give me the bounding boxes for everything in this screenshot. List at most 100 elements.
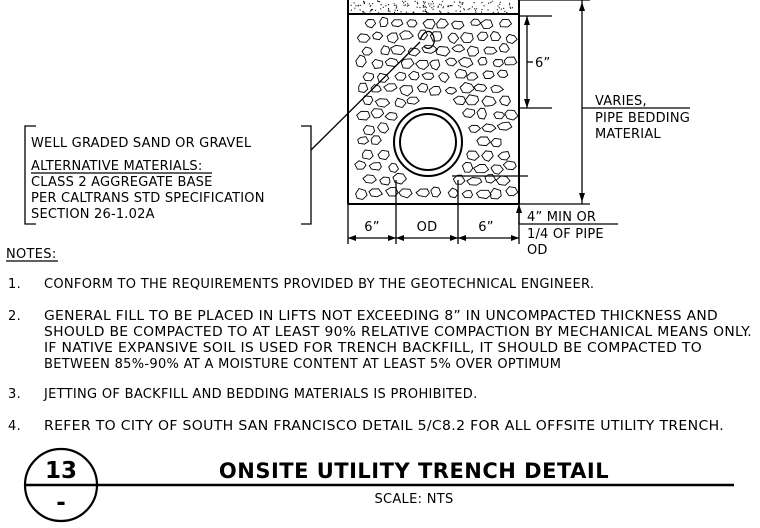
sand-dot bbox=[370, 5, 372, 7]
sand-dot bbox=[453, 1, 455, 3]
gravel-stone bbox=[503, 56, 518, 66]
gravel-stone bbox=[490, 164, 504, 175]
gravel-stone bbox=[362, 125, 376, 136]
sand-dot bbox=[376, 0, 379, 2]
break-symbol bbox=[419, 30, 435, 50]
sand-dot bbox=[350, 4, 352, 6]
sand-dot bbox=[440, 4, 442, 6]
gravel-stone bbox=[370, 108, 385, 119]
gravel-stone bbox=[379, 176, 391, 186]
gravel-stone bbox=[392, 172, 407, 185]
sand-dot bbox=[498, 7, 500, 9]
gravel-stone bbox=[496, 69, 509, 78]
sand-dot bbox=[417, 3, 419, 5]
sand-dot bbox=[359, 9, 361, 11]
note-2-line-4: BETWEEN 85%-90% AT A MOISTURE CONTENT AT… bbox=[44, 357, 561, 372]
material-callout: WELL GRADED SAND OR GRAVEL ALTERNATIVE M… bbox=[24, 41, 421, 225]
notes: NOTES: 1. CONFORM TO THE REQUIREMENTS PR… bbox=[6, 247, 752, 434]
sand-dot bbox=[474, 8, 476, 10]
gravel-stone bbox=[462, 108, 476, 118]
gravel-stone bbox=[394, 97, 407, 109]
callout-alt-line-2: PER CALTRANS STD SPECIFICATION bbox=[31, 191, 265, 206]
bedding-label-1: 4” MIN OR bbox=[527, 210, 596, 225]
gravel-stone bbox=[451, 44, 466, 53]
gravel-stone bbox=[499, 95, 511, 107]
gravel-stone bbox=[356, 33, 371, 43]
sand-dot bbox=[387, 4, 390, 6]
gravel-stone bbox=[398, 188, 413, 199]
gravel-stone bbox=[468, 124, 482, 133]
callout-alt-line-3: SECTION 26-1.02A bbox=[31, 207, 155, 222]
gravel-stone bbox=[374, 98, 391, 108]
callout-leader bbox=[310, 41, 421, 151]
dim-arrows-widths bbox=[348, 235, 519, 241]
dim-side-right-label: 6” bbox=[478, 220, 493, 235]
gravel-stone bbox=[481, 123, 497, 133]
gravel-stone bbox=[483, 46, 498, 55]
callout-material: WELL GRADED SAND OR GRAVEL bbox=[31, 136, 252, 151]
gravel-stone bbox=[377, 149, 390, 161]
sand-dot bbox=[471, 6, 473, 8]
sand-dot bbox=[496, 9, 498, 11]
sand-dot bbox=[424, 10, 426, 12]
gravel-stone bbox=[368, 188, 384, 198]
sand-dot bbox=[473, 1, 475, 4]
gravel-stone bbox=[416, 82, 429, 93]
sand-dot bbox=[459, 2, 461, 4]
gravel-stone bbox=[482, 70, 495, 79]
gravel-stone bbox=[476, 107, 487, 120]
sand-dot bbox=[437, 5, 439, 7]
detail-scale: SCALE: NTS bbox=[374, 492, 453, 507]
sand-dot bbox=[396, 6, 398, 8]
sand-dot bbox=[404, 0, 406, 2]
gravel-stone bbox=[495, 175, 511, 186]
sand-dot bbox=[433, 5, 435, 7]
sand-dot bbox=[422, 6, 424, 8]
sand-dot bbox=[389, 11, 391, 13]
gravel-stone bbox=[429, 59, 441, 71]
sand-dot bbox=[474, 9, 476, 11]
gravel-stone bbox=[362, 149, 374, 160]
sand-dot bbox=[463, 9, 466, 11]
sand-dot bbox=[509, 2, 511, 4]
sand-dot bbox=[506, 12, 508, 14]
sand-dot bbox=[385, 5, 387, 7]
gravel-stone bbox=[498, 43, 510, 53]
sand-dot bbox=[419, 7, 421, 9]
sand-dot bbox=[504, 10, 506, 12]
note-2-number: 2. bbox=[8, 309, 21, 324]
sand-dot bbox=[402, 0, 404, 2]
sand-dot bbox=[355, 5, 357, 7]
gravel-stone bbox=[400, 58, 415, 69]
sand-dot bbox=[429, 5, 431, 7]
sheet-ref: - bbox=[56, 490, 66, 516]
sand-dot bbox=[487, 9, 489, 11]
gravel-stone bbox=[390, 19, 404, 28]
sand-dot bbox=[407, 3, 409, 5]
sand-dot bbox=[363, 2, 366, 4]
gravel-stone bbox=[490, 84, 505, 93]
sand-dot bbox=[462, 2, 464, 4]
gravel-stone bbox=[406, 96, 420, 105]
sand-dot bbox=[360, 4, 362, 6]
dim-cover-label: 6” bbox=[535, 56, 550, 71]
gravel-stone bbox=[399, 85, 414, 97]
note-2-line-3: IF NATIVE EXPANSIVE SOIL IS USED FOR TRE… bbox=[44, 341, 702, 356]
sand-dot bbox=[371, 8, 373, 11]
sand-dot bbox=[405, 11, 407, 13]
gravel-stone bbox=[357, 136, 370, 145]
varies-label-2: PIPE BEDDING bbox=[595, 111, 690, 126]
sand-dot bbox=[437, 6, 439, 8]
sand-dot bbox=[460, 6, 462, 8]
sand-dot bbox=[422, 4, 424, 7]
gravel-stone bbox=[371, 58, 384, 69]
pipe-inner bbox=[399, 113, 457, 171]
sand-dot bbox=[491, 0, 493, 2]
sand-dot bbox=[395, 7, 397, 9]
sand-dot bbox=[467, 8, 469, 10]
gravel-stone bbox=[481, 95, 497, 107]
gravel-stone bbox=[438, 72, 450, 83]
sand-dot bbox=[416, 6, 418, 8]
gravel-stone bbox=[470, 18, 482, 26]
sand-dot bbox=[394, 4, 396, 6]
